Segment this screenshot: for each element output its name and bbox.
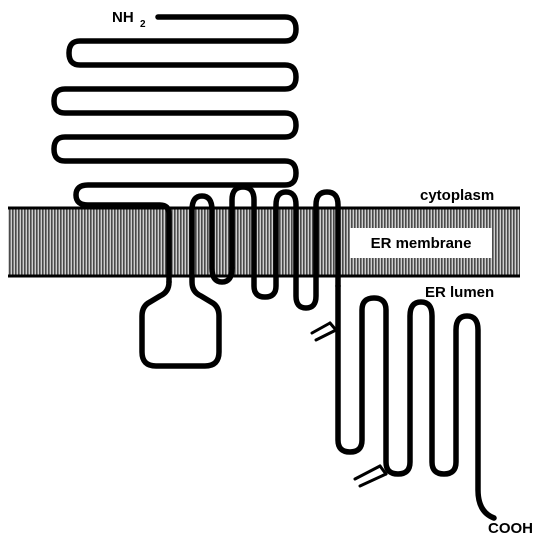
- cytoplasm-label: cytoplasm: [420, 187, 494, 204]
- n-terminus-label: NH: [112, 9, 134, 26]
- c-terminus-label: COOH: [488, 520, 533, 537]
- er-membrane-label: ER membrane: [371, 235, 472, 252]
- glycosylation-mark-lower: [355, 466, 386, 486]
- c-terminal-serpentine-domain: [338, 286, 494, 518]
- n-terminus-subscript: 2: [140, 19, 146, 30]
- glycosylation-mark-upper: [312, 323, 336, 340]
- er-lumen-label: ER lumen: [425, 284, 494, 301]
